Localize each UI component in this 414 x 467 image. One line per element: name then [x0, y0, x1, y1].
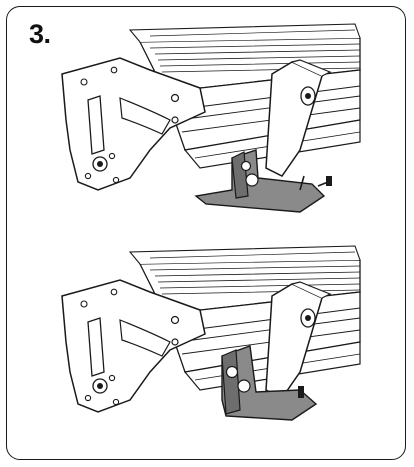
fixture-view-bottom: [61, 245, 361, 421]
light-bar-bottom: [61, 245, 361, 413]
fixture-view-top: [61, 23, 361, 213]
light-bar-top: [61, 23, 361, 191]
step-number: 3.: [29, 19, 51, 49]
